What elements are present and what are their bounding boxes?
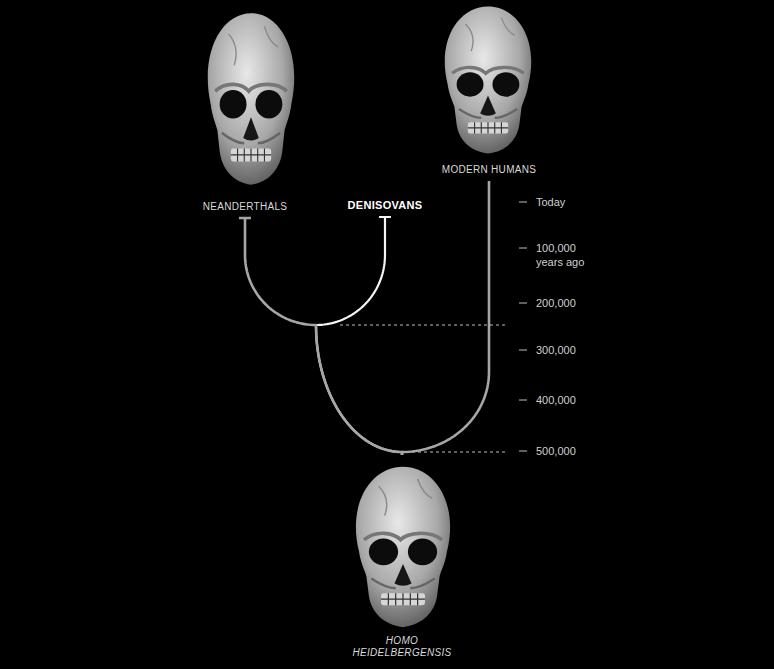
lineage-branch	[316, 217, 402, 455]
neanderthal-skull	[208, 13, 295, 185]
species-name: DENISOVANS	[348, 199, 423, 212]
species-label: DENISOVANS	[344, 197, 427, 217]
tick-mark	[519, 400, 527, 401]
species-name: NEANDERTHALS	[203, 201, 288, 213]
tick-mark	[519, 202, 527, 203]
species-name: HOMO HEIDELBERGENSIS	[343, 635, 461, 659]
time-label: Today	[536, 195, 565, 209]
ancestor-node: HOMO HEIDELBERGENSIS	[337, 455, 467, 661]
tick-mark	[519, 303, 527, 304]
heidelbergensis-skull	[356, 467, 450, 627]
time-label: 200,000	[536, 296, 576, 310]
tick-mark	[519, 248, 527, 249]
time-label: 400,000	[536, 393, 576, 407]
lineage-branch	[239, 218, 402, 455]
time-ticks	[519, 202, 527, 451]
dashed-guide	[340, 325, 505, 326]
dashed-guide	[412, 452, 505, 453]
species-label: MODERN HUMANS	[438, 162, 540, 181]
lineage-branch	[402, 181, 489, 455]
time-label: 100,000 years ago	[536, 241, 596, 269]
modern-human-skull	[445, 6, 532, 153]
time-label: 300,000	[536, 343, 576, 357]
species-name: MODERN HUMANS	[442, 164, 536, 176]
time-label: 500,000	[536, 444, 576, 458]
tick-mark	[519, 350, 527, 351]
tick-mark	[519, 451, 527, 452]
species-label: NEANDERTHALS	[199, 199, 292, 218]
